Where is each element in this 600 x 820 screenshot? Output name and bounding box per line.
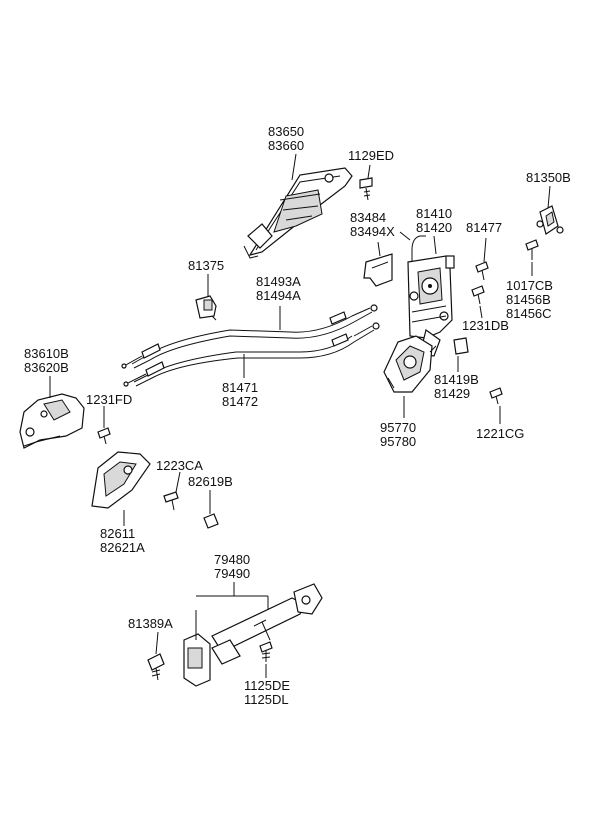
screw-1017CB xyxy=(525,239,539,260)
label-95780: 95780 xyxy=(380,434,416,449)
label-81420: 81420 xyxy=(416,220,452,235)
label-1221CG: 1221CG xyxy=(476,426,524,441)
leader-1223CA xyxy=(175,471,181,493)
label-1231FD: 1231FD xyxy=(86,392,132,407)
leader-81389A xyxy=(155,631,159,655)
label-81350B: 81350B xyxy=(526,170,571,185)
label-1125DL: 1125DL xyxy=(244,692,289,707)
screw-1129ED xyxy=(359,177,373,201)
door-checker-79480 xyxy=(183,583,323,687)
leader-81410 xyxy=(433,235,437,255)
screw-1231FD xyxy=(97,427,111,445)
label-83620B: 83620B xyxy=(24,360,69,375)
inside-handle-bezel-82611 xyxy=(91,451,151,509)
screw-1231DB xyxy=(471,285,485,305)
inside-handle-83610B xyxy=(19,393,85,449)
label-83660: 83660 xyxy=(268,138,304,153)
label-81493A: 81493A xyxy=(256,274,301,289)
label-81456C: 81456C xyxy=(506,306,552,321)
label-81419B: 81419B xyxy=(434,372,479,387)
label-81494A: 81494A xyxy=(256,288,301,303)
label-81477: 81477 xyxy=(466,220,502,235)
leader-83650 xyxy=(291,153,297,181)
leader-79480 xyxy=(195,582,269,640)
label-1231DB: 1231DB xyxy=(462,318,509,333)
label-1125DE: 1125DE xyxy=(244,678,290,693)
door-cables xyxy=(121,304,380,387)
leader-81477 xyxy=(483,237,487,263)
label-1017CB: 1017CB xyxy=(506,278,553,293)
striker-81350B xyxy=(536,205,564,235)
leader-83484 xyxy=(377,241,381,257)
label-81456B: 81456B xyxy=(506,292,551,307)
label-1223CA: 1223CA xyxy=(156,458,203,473)
label-81471: 81471 xyxy=(222,380,258,395)
bracket-83484 xyxy=(363,253,393,287)
label-81375: 81375 xyxy=(188,258,224,273)
label-83494X: 83494X xyxy=(350,224,395,239)
leader-1231DB xyxy=(479,305,483,319)
label-82619B: 82619B xyxy=(188,474,233,489)
actuator-95770 xyxy=(383,335,437,393)
screw-1223CA xyxy=(163,491,179,511)
outside-door-handle xyxy=(243,167,353,259)
clip-81375 xyxy=(195,295,217,321)
label-81429: 81429 xyxy=(434,386,470,401)
label-81410: 81410 xyxy=(416,206,452,221)
label-79480: 79480 xyxy=(214,552,250,567)
label-81472: 81472 xyxy=(222,394,258,409)
cap-82619B xyxy=(203,513,219,529)
pad-81419B xyxy=(453,337,469,355)
screw-1221CG xyxy=(489,387,503,405)
label-1129ED: 1129ED xyxy=(348,148,394,163)
leader-81350B xyxy=(547,185,551,209)
label-79490: 79490 xyxy=(214,566,250,581)
label-83484: 83484 xyxy=(350,210,386,225)
screw-81477 xyxy=(475,261,489,281)
leader-83494X xyxy=(399,231,411,241)
label-83610B: 83610B xyxy=(24,346,69,361)
screw-1125DE xyxy=(259,641,273,662)
leader-1129ED xyxy=(367,164,371,179)
label-81389A: 81389A xyxy=(128,616,173,631)
label-82611: 82611 xyxy=(100,526,135,541)
label-95770: 95770 xyxy=(380,420,416,435)
label-83650: 83650 xyxy=(268,124,304,139)
label-82621A: 82621A xyxy=(100,540,145,555)
screw-81389A xyxy=(147,653,165,681)
